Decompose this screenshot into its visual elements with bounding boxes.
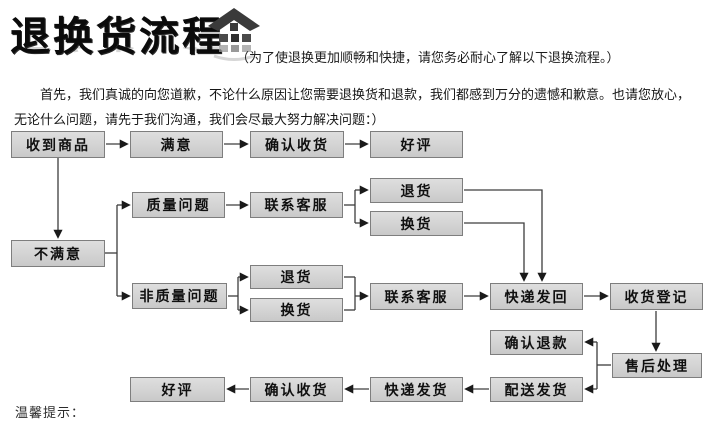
flow-node-non-quality-issue: 非质量问题 (132, 283, 227, 309)
flow-node-after-sales: 售后处理 (612, 353, 702, 378)
flow-node-dissatisfied: 不满意 (11, 240, 105, 267)
flow-node-good-review-bottom: 好评 (130, 377, 225, 402)
flow-node-confirm-refund: 确认退款 (490, 330, 583, 355)
flow-node-courier-ship: 快递发货 (370, 377, 463, 402)
home-icon (206, 7, 262, 66)
header-note: （为了使退换更加顺畅和快捷，请您务必耐心了解以下退换流程。） (236, 50, 620, 65)
flow-node-delivery-ship: 配送发货 (490, 377, 583, 402)
flow-node-quality-issue: 质量问题 (132, 192, 225, 218)
flow-node-received-goods: 收到商品 (11, 131, 105, 158)
flow-node-receipt-register: 收货登记 (610, 283, 703, 310)
flow-node-confirm-receipt-bottom: 确认收货 (250, 377, 343, 402)
flow-node-satisfied: 满意 (130, 131, 223, 158)
page-header: 退换货流程 退换货流程 (10, 4, 225, 62)
flow-node-good-review-top: 好评 (370, 131, 463, 158)
flow-node-return-top: 退货 (370, 178, 463, 203)
flow-node-exchange-mid: 换货 (250, 298, 343, 322)
intro-paragraph: 首先，我们真诚的向您道歉，不论什么原因让您需要退换货和退款，我们都感到万分的遗憾… (14, 87, 691, 127)
warm-tips-label: 温馨提示： (15, 405, 86, 420)
flow-node-courier-return: 快递发回 (490, 283, 583, 310)
page-title: 退换货流程 (10, 15, 225, 59)
flow-node-contact-cs-mid: 联系客服 (370, 283, 463, 310)
flow-node-return-mid: 退货 (250, 265, 343, 289)
flow-node-contact-cs-top: 联系客服 (250, 192, 343, 218)
flow-node-exchange-top: 换货 (370, 211, 463, 236)
flow-node-confirm-receipt-top: 确认收货 (250, 131, 344, 158)
